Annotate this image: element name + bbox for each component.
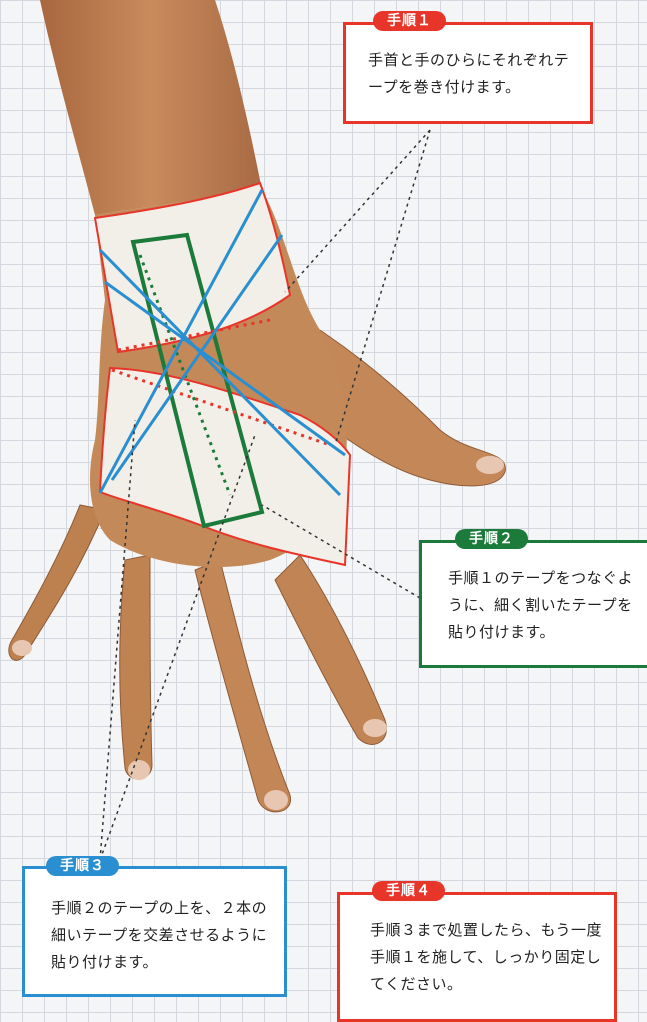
step-3-box: 手順２のテープの上を、２本の細いテープを交差させるように貼り付けます。 [22,866,287,997]
middle-finger [195,560,291,812]
index-finger [275,555,386,744]
index-nail [363,719,387,737]
step-4-box: 手順３まで処置したら、もう一度手順１を施して、しっかり固定してください。 [337,892,617,1022]
forearm [40,0,262,215]
step-1-text: 手首と手のひらにそれぞれテープを巻き付けます。 [368,47,578,101]
ring-finger [120,555,152,779]
step-2-label: 手順２ [455,529,528,549]
step-3-label: 手順３ [46,856,119,876]
step-3-text: 手順２のテープの上を、２本の細いテープを交差させるように貼り付けます。 [51,895,276,976]
step-1-box: 手首と手のひらにそれぞれテープを巻き付けます。 [343,22,593,124]
little-nail [12,640,32,656]
ring-nail [128,760,150,780]
step-2-text: 手順１のテープをつなぐように、細く割いたテープを貼り付けます。 [448,565,643,646]
step-4-text: 手順３まで処置したら、もう一度手順１を施して、しっかり固定してください。 [370,917,605,998]
step-2-box: 手順１のテープをつなぐように、細く割いたテープを貼り付けます。 [419,540,647,668]
thumb-nail [476,456,504,474]
little-finger [9,505,105,660]
step-1-label: 手順１ [373,11,446,31]
step-4-label: 手順４ [372,881,445,901]
middle-nail [264,790,288,810]
